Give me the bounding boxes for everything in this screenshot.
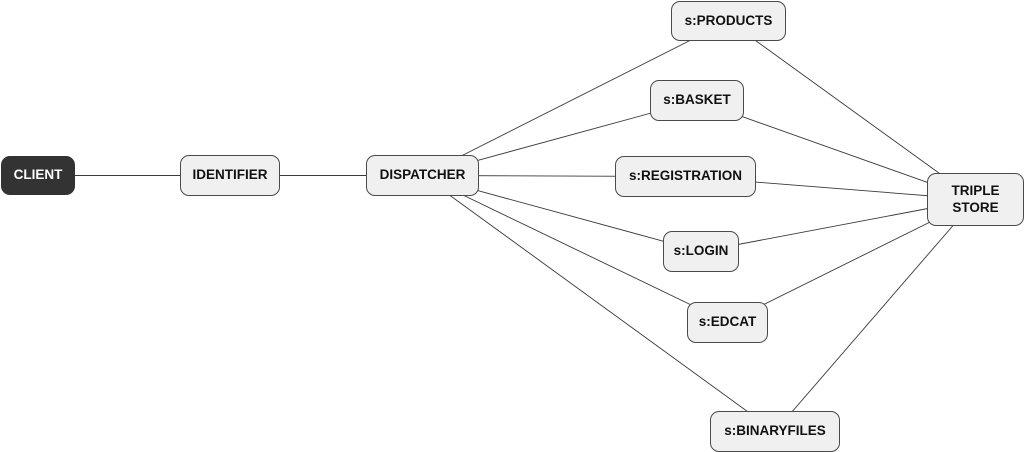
node-login[interactable]: s:LOGIN (663, 231, 739, 272)
edge-dispatcher-products (422, 20, 729, 176)
edge-products-triplestore (728, 20, 976, 200)
node-identifier[interactable]: IDENTIFIER (180, 155, 280, 196)
node-binaryfiles[interactable]: s:BINARYFILES (710, 411, 840, 452)
node-login-label: s:LOGIN (673, 243, 729, 259)
edge-binaryfiles-triplestore (774, 199, 976, 432)
node-dispatcher[interactable]: DISPATCHER (366, 155, 479, 196)
node-basket-label: s:BASKET (663, 92, 731, 108)
node-client-label: CLIENT (13, 167, 63, 183)
node-dispatcher-label: DISPATCHER (379, 167, 466, 183)
node-products-label: s:PRODUCTS (684, 12, 773, 28)
node-identifier-label: IDENTIFIER (192, 167, 268, 183)
node-registration[interactable]: s:REGISTRATION (615, 156, 756, 197)
node-triple-store[interactable]: TRIPLE STORE (927, 173, 1024, 226)
node-triple-store-label: TRIPLE STORE (951, 182, 1000, 215)
node-registration-label: s:REGISTRATION (628, 168, 742, 184)
node-edcat[interactable]: s:EDCAT (687, 302, 768, 343)
edge-dispatcher-binaryfiles (422, 175, 776, 432)
node-client[interactable]: CLIENT (1, 156, 75, 195)
node-edcat-label: s:EDCAT (698, 314, 757, 330)
node-basket[interactable]: s:BASKET (650, 80, 744, 121)
node-products[interactable]: s:PRODUCTS (671, 1, 786, 41)
node-binaryfiles-label: s:BINARYFILES (724, 423, 826, 439)
edge-dispatcher-edcat (422, 175, 728, 323)
